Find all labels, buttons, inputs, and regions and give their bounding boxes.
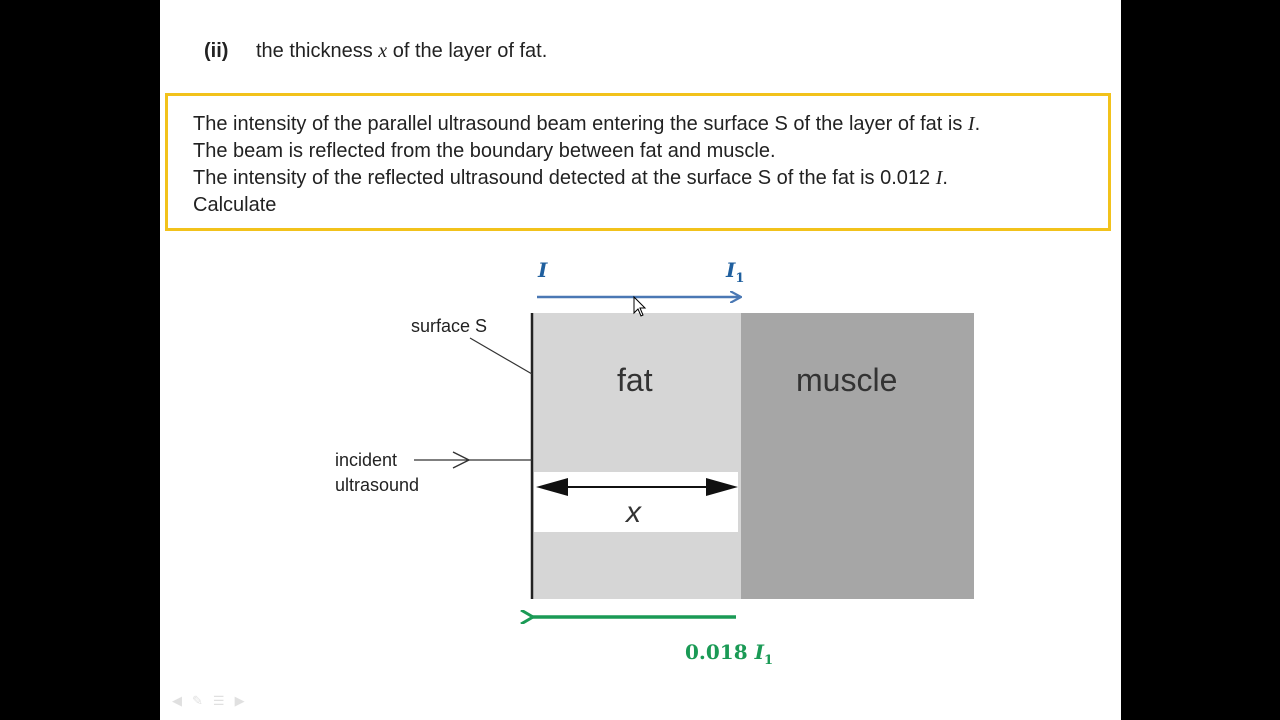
box-line-1-text: The intensity of the parallel ultrasound…: [193, 113, 968, 135]
box-line-3-end: .: [942, 167, 948, 189]
reflected-intensity-symbol: I: [754, 640, 764, 664]
ultrasound-diagram: [414, 0, 974, 720]
surface-s-label: surface S: [411, 316, 488, 336]
question-number: (ii): [204, 40, 229, 62]
ultrasound-label: ultrasound: [335, 475, 420, 495]
slide-player-controls: ◀ ✎ ☰ ▶: [172, 693, 245, 709]
thickness-arrow-right-head: [706, 478, 738, 496]
reflected-intensity-subscript: 1: [763, 653, 773, 668]
thickness-arrow-left-head: [536, 478, 568, 496]
question-text-after: of the layer of fat.: [387, 40, 548, 62]
menu-icon[interactable]: ☰: [212, 693, 225, 708]
slide: (ii) the thickness x of the layer of fat.…: [160, 0, 1121, 720]
incoming-intensity-label: I: [538, 258, 547, 282]
transmitted-intensity-symbol: I: [726, 258, 736, 282]
box-line-2: The beam is reflected from the boundary …: [193, 140, 776, 162]
problem-statement-box: The intensity of the parallel ultrasound…: [165, 93, 1111, 231]
back-icon[interactable]: ◀: [172, 693, 182, 708]
fat-layer: [532, 313, 741, 599]
reflected-intensity-label: 0.018 I1: [685, 640, 773, 668]
incident-label: incident: [335, 450, 398, 470]
thickness-label: x: [626, 496, 641, 529]
box-line-3-text: The intensity of the reflected ultrasoun…: [193, 167, 936, 189]
muscle-layer: [741, 313, 974, 599]
box-line-1-end: .: [974, 113, 981, 135]
question-variable: x: [378, 40, 388, 62]
pen-icon[interactable]: ✎: [192, 693, 203, 708]
question-text-before: the thickness: [256, 40, 379, 62]
incoming-intensity-symbol: I: [538, 258, 548, 282]
reflected-coefficient: 0.018: [685, 640, 755, 664]
muscle-label: muscle: [796, 362, 898, 398]
box-line-1-variable: I: [967, 113, 975, 135]
box-line-3: The intensity of the reflected ultrasoun…: [193, 167, 948, 190]
transmitted-intensity-label: I1: [726, 258, 744, 286]
box-line-4: Calculate: [193, 194, 277, 216]
incident-arrow-head: [452, 451, 471, 469]
box-line-1: The intensity of the parallel ultrasound…: [193, 113, 980, 136]
fat-label: fat: [617, 362, 653, 398]
transmitted-intensity-subscript: 1: [735, 271, 745, 286]
box-line-3-variable: I: [935, 167, 943, 189]
mouse-cursor-icon: [633, 295, 647, 317]
forward-icon[interactable]: ▶: [234, 693, 245, 708]
surface-leader-line: [469, 337, 533, 375]
question-line: (ii) the thickness x of the layer of fat.: [204, 40, 547, 63]
